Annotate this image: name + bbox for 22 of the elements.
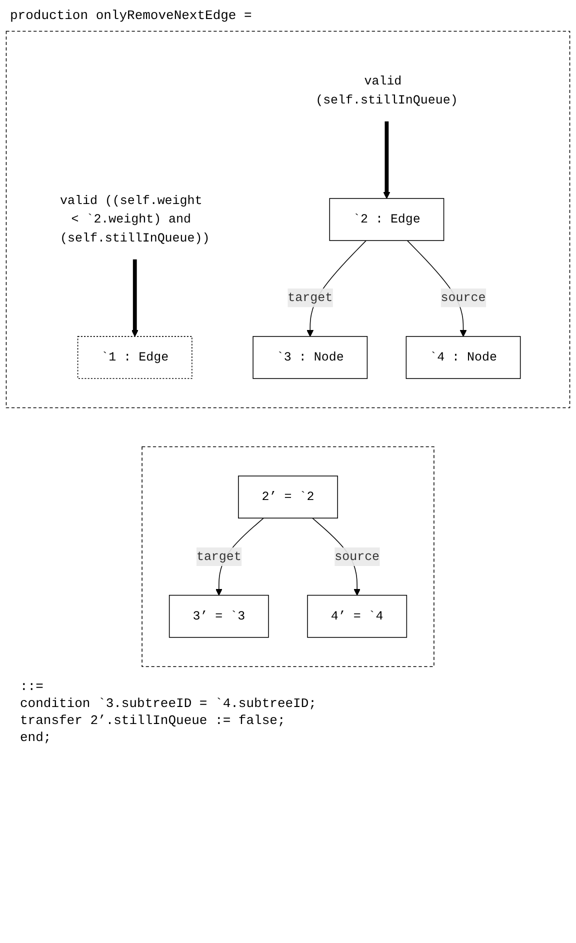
edge-label: target xyxy=(288,290,333,305)
arrow xyxy=(383,121,390,199)
node-box: 2’ = `2 xyxy=(238,476,338,518)
edge-label: source xyxy=(440,290,486,305)
node-box: `3 : Node xyxy=(252,336,368,379)
node-box: 4’ = `4 xyxy=(307,594,408,638)
node-text: valid ((self.weight < `2.weight) and (self.stillInQueue)) xyxy=(60,194,210,246)
cluster xyxy=(6,30,570,408)
cluster xyxy=(142,446,434,667)
arrow xyxy=(131,259,138,337)
production-heading: production onlyRemoveNextEdge = xyxy=(10,8,253,23)
node-box: 3’ = `3 xyxy=(168,594,269,638)
edge-label: target xyxy=(196,550,242,564)
code-line: end; xyxy=(20,730,52,745)
edge-label: source xyxy=(334,550,380,564)
node-text: valid (self.stillInQueue) xyxy=(316,74,458,108)
node-box: `4 : Node xyxy=(406,336,521,379)
node-box: `2 : Edge xyxy=(329,198,444,241)
code-line: transfer 2’.stillInQueue := false; xyxy=(20,712,286,728)
code-line: ::= xyxy=(20,678,44,694)
code-line: condition `3.subtreeID = `4.subtreeID; xyxy=(20,696,318,711)
node-box: `1 : Edge xyxy=(77,336,192,379)
